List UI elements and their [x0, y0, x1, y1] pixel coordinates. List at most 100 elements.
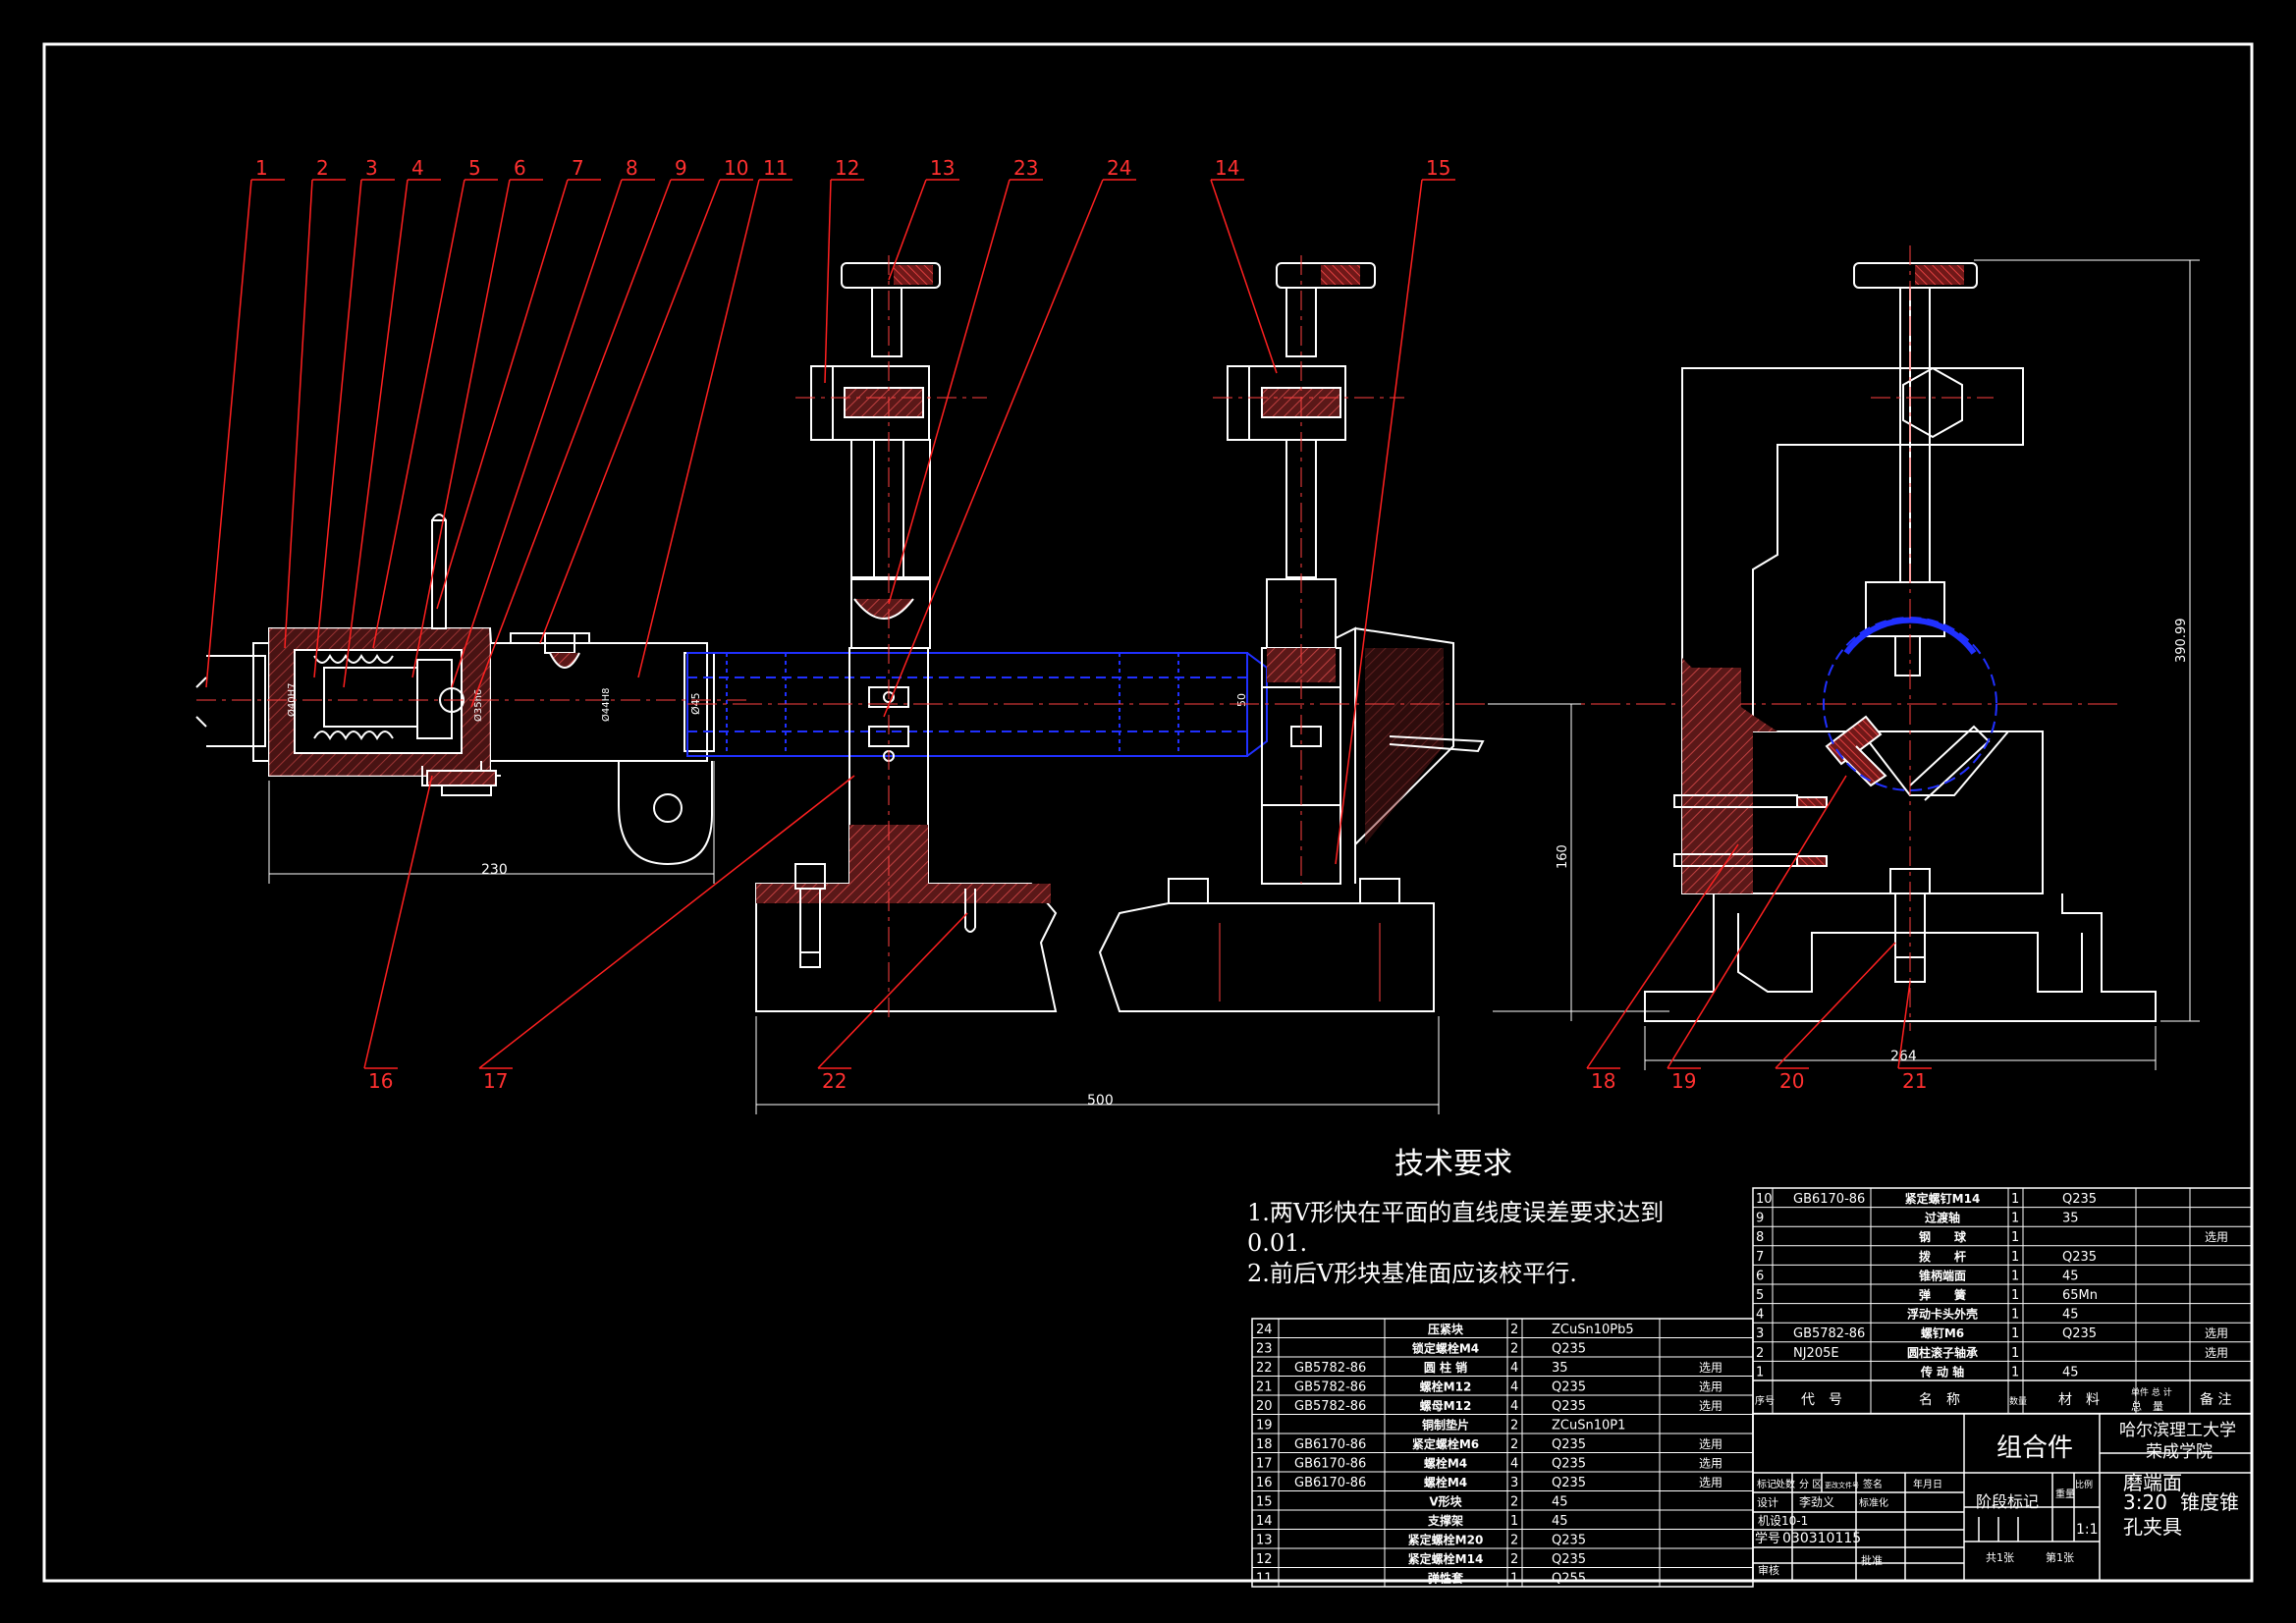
bom-name: 螺母M12 — [1420, 1398, 1472, 1413]
tech-line-1: 1.两V形快在平面的直线度误差要求达到 — [1247, 1199, 1665, 1226]
bom-qty: 4 — [1510, 1380, 1518, 1395]
bom-name: 锥柄端面 — [1919, 1268, 1966, 1282]
bom-qty: 1 — [1510, 1572, 1518, 1587]
technical-requirements: 技术要求 1.两V形快在平面的直线度误差要求达到 0.01. 2.前后V形块基准… — [1247, 1139, 1664, 1289]
bom-qty: 4 — [1510, 1361, 1518, 1376]
leader-line — [436, 179, 569, 610]
bom-material: Q235 — [1552, 1399, 1586, 1414]
balloon-16: 16 — [368, 1069, 393, 1093]
tech-line-2: 0.01. — [1247, 1229, 1308, 1257]
bom-material: 45 — [2062, 1365, 2079, 1380]
bom-no: 11 — [1256, 1572, 1273, 1587]
bom-qty: 1 — [2011, 1308, 2019, 1323]
tb-review: 审核 — [1758, 1563, 1779, 1577]
balloon-13: 13 — [930, 156, 955, 180]
bom-qty: 2 — [1510, 1534, 1518, 1548]
bom-name: 紧定螺栓M14 — [1408, 1551, 1484, 1566]
bom-name: 圆柱滚子轴承 — [1907, 1345, 1978, 1360]
bom-qty: 1 — [2011, 1269, 2019, 1283]
balloon-15: 15 — [1426, 156, 1450, 180]
bom-code: GB5782-86 — [1294, 1380, 1366, 1395]
balloon-2: 2 — [316, 156, 329, 180]
balloon-1: 1 — [255, 156, 268, 180]
balloon-6: 6 — [514, 156, 526, 180]
bom-name: 紧定螺栓M20 — [1408, 1533, 1484, 1547]
bom-qty: 1 — [2011, 1192, 2019, 1207]
bom-material: ZCuSn10P1 — [1552, 1419, 1625, 1434]
balloon-19: 19 — [1671, 1069, 1696, 1093]
bom-header-code: 代 号 — [1801, 1392, 1842, 1408]
bom-qty: 1 — [2011, 1230, 2019, 1245]
bom-name: 锁定螺栓M4 — [1412, 1341, 1479, 1356]
bom-no: 22 — [1256, 1361, 1273, 1376]
dim-390: 390.99 — [2174, 619, 2189, 664]
tb-stage: 阶段标记 — [1976, 1492, 2039, 1511]
support-view-b — [1098, 255, 1485, 1012]
bom-header-weight: 总 量 — [2131, 1399, 2163, 1413]
bom-material: Q255 — [1552, 1572, 1586, 1587]
bom-material: Q235 — [1552, 1552, 1586, 1567]
tb-drawing-name1: 磨端面 — [2123, 1471, 2182, 1494]
bom-material: 35 — [2062, 1212, 2079, 1226]
bom-header-no: 序号 — [1755, 1394, 1775, 1407]
balloon-7: 7 — [572, 156, 584, 180]
bom-code: NJ205E — [1793, 1346, 1839, 1361]
bom-qty: 3 — [1510, 1476, 1518, 1490]
bom-no: 9 — [1756, 1212, 1764, 1226]
bom-name: 钢 球 — [1919, 1229, 1967, 1244]
bom-material: 45 — [1552, 1495, 1568, 1510]
bom-code: GB6170-86 — [1294, 1457, 1366, 1472]
dim-phi35: Ø35h6 — [472, 689, 484, 722]
bom-name: 压紧块 — [1428, 1322, 1464, 1336]
bom-header-name: 名 称 — [1919, 1392, 1960, 1408]
bom-no: 15 — [1256, 1495, 1273, 1510]
tb-date: 年月日 — [1913, 1478, 1942, 1490]
bom-name: 螺栓M4 — [1424, 1456, 1467, 1471]
bom-material: Q235 — [2062, 1250, 2097, 1265]
tb-school: 哈尔滨理工大学 — [2119, 1421, 2236, 1440]
bom-material: Q235 — [1552, 1437, 1586, 1452]
balloon-9: 9 — [675, 156, 687, 180]
bom-qty: 4 — [1510, 1399, 1518, 1414]
bom-qty: 2 — [1510, 1552, 1518, 1567]
bom-note: 选用 — [1699, 1476, 1722, 1489]
bom-name: V形块 — [1429, 1494, 1462, 1509]
bom-no: 1 — [1756, 1365, 1764, 1380]
bom-header-qty: 数量 — [2009, 1395, 2027, 1407]
tb-student-no-label: 学号 — [1755, 1531, 1780, 1546]
balloon-11: 11 — [763, 156, 788, 180]
leader-line — [363, 775, 433, 1069]
tb-college: 荣成学院 — [2146, 1442, 2213, 1462]
leader-line — [1335, 179, 1423, 865]
bom-no: 17 — [1256, 1457, 1273, 1472]
bom-qty: 2 — [1510, 1437, 1518, 1452]
tb-design: 设计 — [1757, 1496, 1778, 1509]
leader-line — [343, 179, 409, 688]
balloon-12: 12 — [835, 156, 859, 180]
bom-no: 19 — [1256, 1419, 1273, 1434]
bom-qty: 2 — [1510, 1342, 1518, 1357]
balloon-20: 20 — [1779, 1069, 1804, 1093]
tb-drawing-name2a: 3:20 — [2123, 1490, 2167, 1514]
tb-count: 处数 — [1776, 1478, 1795, 1490]
balloon-23: 23 — [1013, 156, 1038, 180]
bom-material: Q235 — [2062, 1192, 2097, 1207]
tech-title: 技术要求 — [1394, 1147, 1512, 1181]
bom-material: 65Mn — [2062, 1288, 2098, 1303]
leader-line — [1775, 942, 1896, 1069]
leader-line — [817, 912, 968, 1069]
leader-line — [883, 179, 1104, 718]
tb-change-doc: 更改文件号 — [1825, 1481, 1859, 1489]
tb-scale: 1:1 — [2076, 1522, 2099, 1538]
